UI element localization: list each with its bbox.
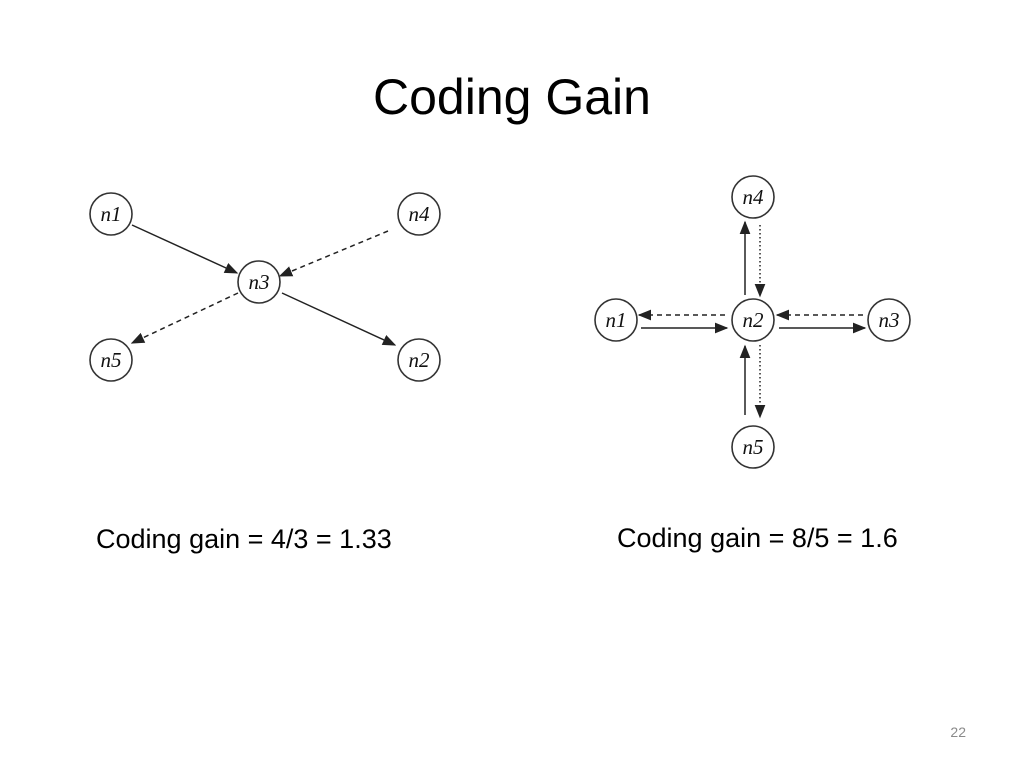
edge-n3-to-n5	[130, 292, 239, 344]
node-n1: n1	[594, 298, 638, 342]
edge-n4-to-n3	[278, 230, 389, 277]
node-label: n5	[743, 435, 764, 459]
node-label: n4	[743, 185, 765, 209]
node-n5: n5	[89, 338, 133, 382]
node-label: n4	[409, 202, 431, 226]
node-n1: n1	[89, 192, 133, 236]
node-label: n3	[249, 270, 270, 294]
right-caption: Coding gain = 8/5 = 1.6	[617, 523, 898, 553]
node-label: n5	[101, 348, 122, 372]
slide-title: Coding Gain	[373, 69, 651, 125]
page-number: 22	[950, 724, 966, 740]
node-n2: n2	[731, 298, 775, 342]
node-n3: n3	[867, 298, 911, 342]
node-label: n2	[743, 308, 765, 332]
node-n3: n3	[237, 260, 281, 304]
x-topology-diagram: n1 n4 n3 n5 n2	[89, 192, 441, 382]
edge-n3-to-n2	[281, 292, 397, 346]
node-label: n2	[409, 348, 431, 372]
node-n5: n5	[731, 425, 775, 469]
node-label: n3	[879, 308, 900, 332]
node-n2: n2	[397, 338, 441, 382]
left-caption: Coding gain = 4/3 = 1.33	[96, 524, 392, 554]
edge-n1-to-n3	[131, 224, 239, 274]
node-label: n1	[606, 308, 627, 332]
node-label: n1	[101, 202, 122, 226]
cross-topology-diagram: n4 n1 n2 n3 n5	[594, 175, 911, 469]
node-n4: n4	[397, 192, 441, 236]
node-n4: n4	[731, 175, 775, 219]
